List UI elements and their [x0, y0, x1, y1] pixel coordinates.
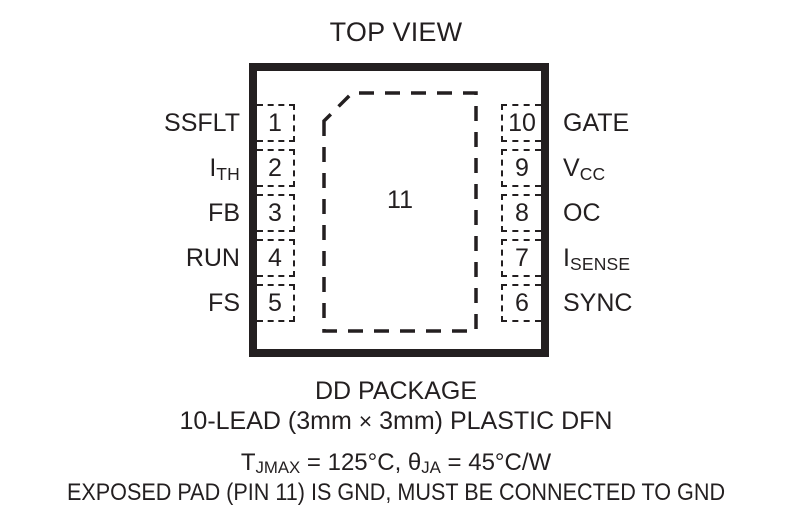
pin-box-4: 4: [257, 239, 295, 277]
diagram-title: TOP VIEW: [329, 17, 463, 47]
pin-label-isense: ISENSE: [563, 239, 630, 279]
caption-size-suffix: 3mm) PLASTIC DFN: [372, 407, 613, 435]
caption-size-prefix: 10-LEAD (3mm: [179, 407, 359, 435]
theta-symbol-icon: θ: [407, 449, 422, 476]
pin-box-6: 6: [501, 284, 541, 322]
package-outline: [249, 63, 549, 357]
pin-box-3: 3: [257, 194, 295, 232]
pin-box-8: 8: [501, 194, 541, 232]
pin-label-ith-text: I: [209, 154, 217, 182]
caption-package-size: 10-LEAD (3mm × 3mm) PLASTIC DFN: [0, 407, 792, 436]
pin-label-run: RUN: [186, 239, 240, 277]
pin-label-run-text: RUN: [185, 244, 240, 272]
tjmax-value: = 125°C,: [300, 449, 408, 476]
pin-label-sync-text: SYNC: [563, 289, 633, 317]
pin-box-2: 2: [257, 149, 295, 187]
pin-label-ssflt-text: SSFLT: [164, 109, 240, 137]
pin-label-ssflt: SSFLT: [164, 104, 240, 142]
theta-ja-subscript: JA: [421, 458, 441, 478]
pin-label-fs: FS: [208, 284, 240, 322]
tjmax-symbol: T: [240, 449, 256, 476]
pin-label-ith: ITH: [209, 149, 240, 189]
pin-label-oc: OC: [563, 194, 601, 232]
tjmax-subscript: JMAX: [255, 458, 301, 478]
pin-label-fb-text: FB: [208, 199, 240, 227]
exposed-pad-shape: [322, 91, 478, 333]
caption-exposed-pad-note: EXPOSED PAD (PIN 11) IS GND, MUST BE CON…: [66, 479, 726, 506]
caption-package-name: DD PACKAGE: [314, 377, 478, 405]
exposed-pad-number: 11: [387, 186, 413, 214]
pin-label-fb: FB: [208, 194, 240, 232]
pin-label-vcc-text: V: [563, 154, 580, 182]
pin-label-sync: SYNC: [563, 284, 632, 322]
pin-label-gate-text: GATE: [563, 109, 630, 137]
pin-label-vcc-sub: CC: [579, 163, 606, 184]
pin-box-7: 7: [501, 239, 541, 277]
pin-label-gate: GATE: [563, 104, 629, 142]
exposed-pad-outline: [322, 91, 478, 333]
pin-box-10: 10: [501, 104, 541, 142]
caption-thermal-specs: TJMAX = 125°C, θJA = 45°C/W: [0, 449, 792, 477]
pin-label-ith-sub: TH: [216, 163, 240, 184]
pin-label-isense-text: I: [563, 244, 570, 272]
multiplication-sign-icon: ×: [358, 408, 373, 434]
pin-label-vcc: VCC: [563, 149, 605, 189]
pin-box-1: 1: [257, 104, 295, 142]
pin-label-fs-text: FS: [208, 289, 240, 317]
pin-label-oc-text: OC: [563, 199, 601, 227]
pin-label-isense-sub: SENSE: [569, 253, 631, 274]
pin-box-5: 5: [257, 284, 295, 322]
theta-ja-value: = 45°C/W: [440, 449, 552, 476]
pin-box-9: 9: [501, 149, 541, 187]
